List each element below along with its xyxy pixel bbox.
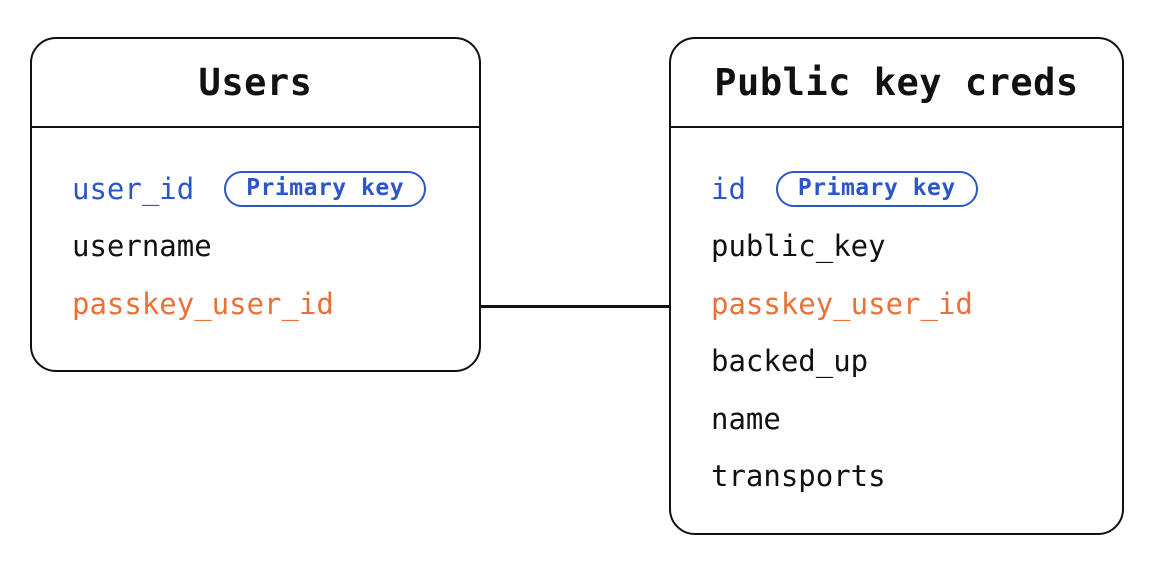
field-row: passkey_user_id: [72, 275, 479, 333]
users-table: Users user_id Primary key username passk…: [30, 37, 481, 372]
primary-key-badge: Primary key: [775, 170, 978, 207]
public-key-creds-table-header: Public key creds: [671, 39, 1122, 128]
field-row: id Primary key: [711, 160, 1122, 218]
field-name: name: [711, 401, 781, 436]
relationship-line: [478, 305, 672, 308]
users-table-header: Users: [32, 39, 479, 128]
field-name: passkey_user_id: [72, 286, 334, 321]
field-row: passkey_user_id: [711, 275, 1122, 333]
field-row: public_key: [711, 218, 1122, 276]
public-key-creds-table: Public key creds id Primary key public_k…: [669, 37, 1124, 535]
field-name: id: [711, 171, 746, 206]
field-name: public_key: [711, 229, 886, 264]
field-name: backed_up: [711, 344, 869, 379]
field-row: name: [711, 390, 1122, 448]
field-row: transports: [711, 448, 1122, 506]
field-name: user_id: [72, 171, 195, 206]
field-row: backed_up: [711, 333, 1122, 391]
primary-key-badge: Primary key: [224, 170, 427, 207]
field-row: username: [72, 218, 479, 276]
field-name: transports: [711, 459, 886, 494]
field-name: passkey_user_id: [711, 286, 973, 321]
users-table-fields: user_id Primary key username passkey_use…: [32, 128, 479, 333]
public-key-creds-table-fields: id Primary key public_key passkey_user_i…: [671, 128, 1122, 505]
table-title: Public key creds: [714, 61, 1079, 104]
field-name: username: [72, 229, 212, 264]
table-title: Users: [198, 61, 313, 104]
field-row: user_id Primary key: [72, 160, 479, 218]
